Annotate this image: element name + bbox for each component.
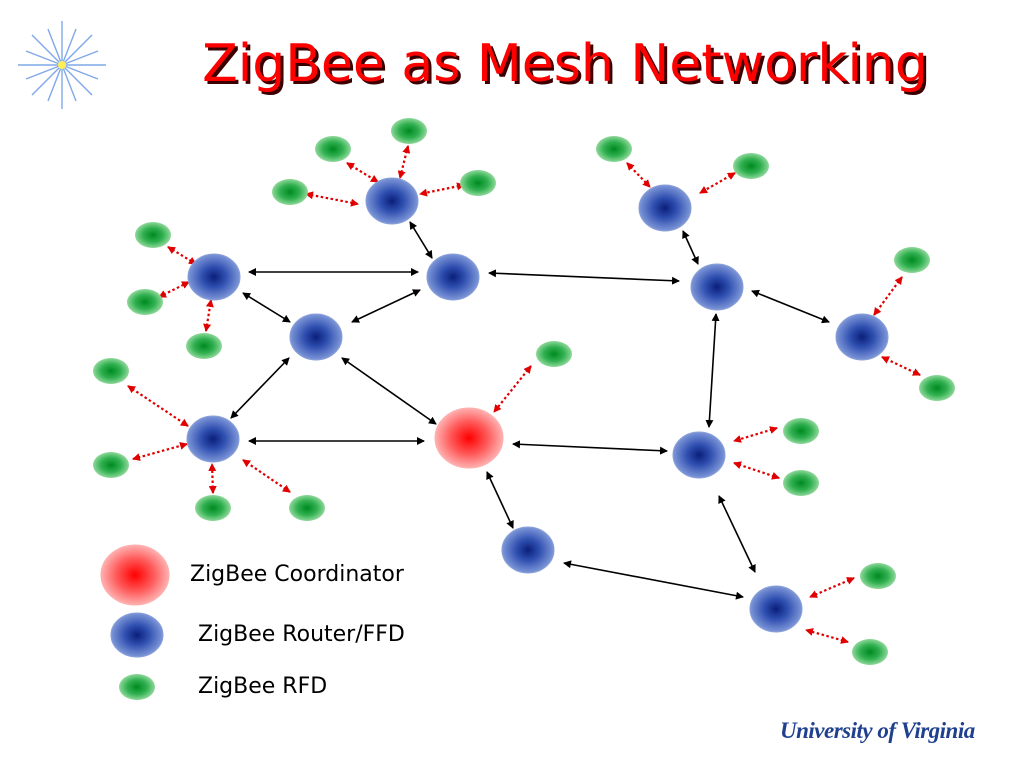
rfd-link [419, 182, 465, 197]
rfd-links [127, 145, 921, 644]
rfd-link [305, 191, 359, 207]
rfd-node [272, 179, 308, 205]
rfd-link [809, 576, 855, 599]
rfd-link [805, 628, 849, 644]
legend-coordinator-label: ZigBee Coordinator [190, 562, 404, 587]
rfd-node [135, 222, 171, 248]
legend-router-label: ZigBee Router/FFD [198, 622, 405, 647]
rfd-node [289, 495, 325, 521]
rfd-node [93, 358, 129, 384]
rfd-node [127, 289, 163, 315]
mesh-link [242, 292, 291, 323]
rfd-node [596, 136, 632, 162]
rfd-node [536, 341, 572, 367]
rfd-link [242, 459, 291, 493]
rfd-node [391, 118, 427, 144]
mesh-link [351, 289, 421, 323]
mesh-link [488, 269, 680, 285]
rfd-nodes [93, 118, 955, 665]
mesh-link [230, 357, 290, 419]
rfd-link [881, 356, 921, 376]
rfd-link [167, 246, 197, 265]
legend-symbols [100, 544, 170, 700]
mesh-link [409, 221, 433, 259]
rfd-node [783, 470, 819, 496]
rfd-link [203, 299, 214, 332]
mesh-link [718, 495, 756, 573]
mesh-links [230, 221, 830, 600]
router-nodes [186, 177, 889, 633]
rfd-link [626, 162, 651, 188]
router-node [426, 253, 480, 301]
slide-title: ZigBee as Mesh Networking [202, 34, 928, 94]
mesh-link [705, 313, 720, 428]
university-logo: University of Virginia [780, 718, 975, 743]
rfd-node [733, 153, 769, 179]
router-node [501, 526, 555, 574]
router-node [289, 313, 343, 361]
rfd-node [460, 170, 496, 196]
rfd-node [894, 247, 930, 273]
router-node [365, 177, 419, 225]
rfd-link [733, 426, 778, 443]
mesh-link [682, 230, 699, 265]
rfd-link [733, 461, 780, 480]
rfd-link [346, 162, 379, 183]
legend-rfd-icon [119, 674, 155, 700]
rfd-node [919, 375, 955, 401]
coordinator-node [434, 407, 504, 469]
mesh-link [512, 440, 668, 455]
router-node [690, 263, 744, 311]
router-node [749, 585, 803, 633]
router-node [187, 253, 241, 301]
rfd-node [195, 495, 231, 521]
legend-router-icon [110, 612, 164, 658]
rfd-node [93, 452, 129, 478]
mesh-link [751, 289, 830, 324]
rfd-link [397, 145, 411, 179]
rfd-link [158, 281, 190, 298]
mesh-link [486, 471, 514, 529]
starburst-icon [18, 21, 106, 109]
rfd-node [860, 563, 896, 589]
router-node [672, 431, 726, 479]
mesh-link [563, 560, 744, 600]
router-node [186, 415, 240, 463]
rfd-node [783, 418, 819, 444]
router-node [835, 313, 889, 361]
rfd-link [493, 365, 532, 413]
rfd-link [873, 276, 903, 316]
rfd-link [127, 385, 189, 427]
rfd-node [186, 333, 222, 359]
rfd-link [699, 172, 736, 194]
legend-rfd-label: ZigBee RFD [198, 674, 328, 699]
rfd-node [315, 136, 351, 162]
rfd-link [208, 463, 217, 494]
rfd-node [852, 639, 888, 665]
mesh-link [341, 357, 437, 425]
rfd-link [132, 442, 188, 461]
legend-coordinator-icon [100, 544, 170, 606]
router-node [638, 184, 692, 232]
